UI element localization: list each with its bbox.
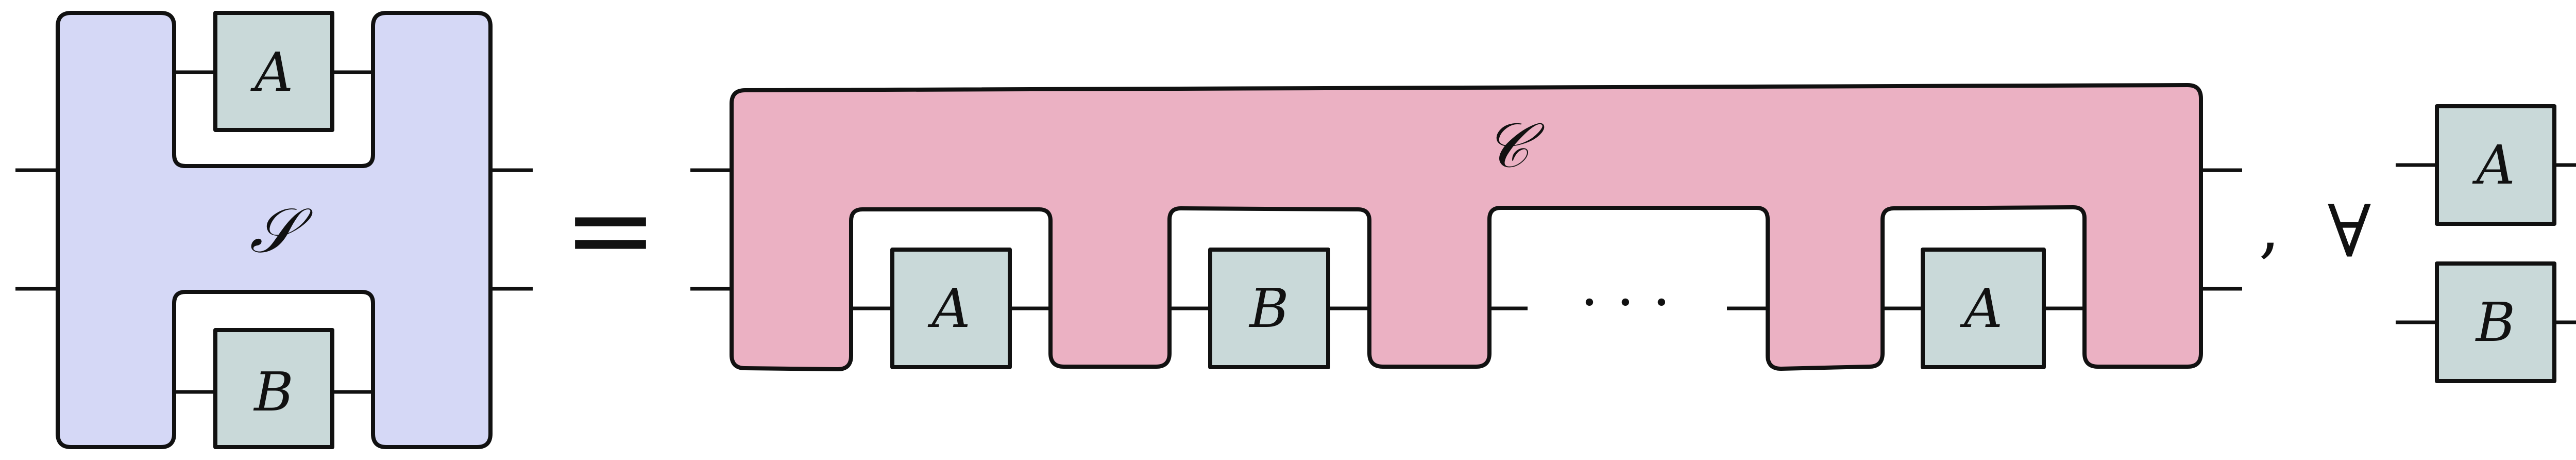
- slot-box-4-label: A: [1960, 277, 2003, 340]
- box-b-bottom: [213, 328, 334, 449]
- box-a-top: [213, 11, 334, 132]
- quantified-box-a-label: A: [2472, 134, 2515, 196]
- comb-s-group: A B 𝒮: [15, 11, 533, 449]
- forall-symbol: ∀: [2328, 190, 2371, 274]
- ellipsis: · · ·: [1581, 269, 1671, 335]
- comb-s: [56, 11, 493, 449]
- slot-box-2: [1208, 248, 1330, 369]
- comb-c-group: A B · · · A 𝒞: [690, 83, 2242, 371]
- slot-box-1: [890, 248, 1012, 369]
- quantified-box-a: [2435, 104, 2556, 226]
- quantified-boxes: A B: [2396, 104, 2576, 383]
- box-a-top-label: A: [250, 41, 293, 104]
- quantified-box-b-label: B: [2475, 291, 2515, 354]
- box-b-bottom-label: B: [253, 360, 293, 423]
- comma: ,: [2259, 188, 2280, 266]
- slot-box-2-label: B: [1248, 277, 1289, 340]
- slot-box-1-label: A: [927, 277, 970, 340]
- quantified-box-b: [2435, 261, 2556, 383]
- equals-sign: =: [563, 163, 658, 295]
- comb-c: [730, 83, 2203, 371]
- slot-box-4: [1921, 248, 2046, 369]
